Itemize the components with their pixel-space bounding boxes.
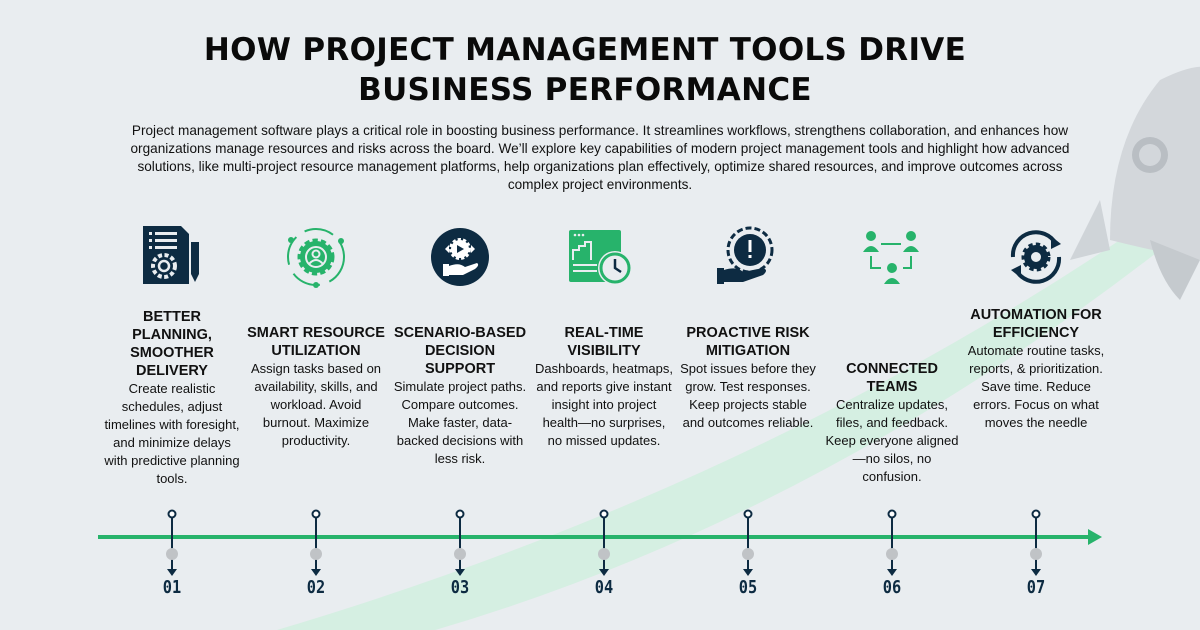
- item-text: Centralize updates, files, and feedback.…: [825, 397, 959, 484]
- rocket-trail: [276, 240, 1160, 630]
- item-03: Scenario-Based Decision SupportSimulate …: [390, 324, 530, 468]
- timeline-marker-06: [886, 509, 898, 576]
- step-number: 01: [162, 577, 182, 598]
- step-number: 05: [738, 577, 758, 598]
- step-number: 04: [594, 577, 614, 598]
- timeline-marker-04: [598, 509, 610, 576]
- team-network-icon: [863, 231, 919, 284]
- hand-gear-alert-icon: [717, 226, 774, 284]
- item-04: Real-Time VisibilityDashboards, heatmaps…: [534, 324, 674, 450]
- item-text: Dashboards, heatmaps, and reports give i…: [534, 361, 674, 448]
- intro-paragraph: Project management software plays a crit…: [130, 123, 1070, 192]
- item-07: Automation for EfficiencyAutomate routin…: [966, 306, 1106, 432]
- timeline-marker-05: [742, 509, 754, 576]
- item-text: Assign tasks based on availability, skil…: [250, 361, 382, 448]
- item-05: Proactive Risk MitigationSpot issues bef…: [678, 324, 818, 432]
- step-number: 06: [882, 577, 902, 598]
- item-title: Connected Teams: [846, 361, 938, 395]
- timeline-marker-02: [310, 509, 322, 576]
- step-number: 02: [306, 577, 326, 598]
- rocket-illustration: [1070, 66, 1200, 300]
- item-title: Smart Resource Utilization: [247, 325, 385, 359]
- step-number: 07: [1026, 577, 1046, 598]
- gear-user-cycle-icon: [287, 228, 345, 288]
- item-title: Real-Time Visibility: [564, 325, 644, 359]
- timeline-marker-07: [1030, 509, 1042, 576]
- item-text: Create realistic schedules, adjust timel…: [104, 381, 240, 486]
- item-text: Spot issues before they grow. Test respo…: [680, 361, 816, 430]
- item-06: Connected TeamsCentralize updates, files…: [822, 360, 962, 486]
- page-title: HOW PROJECT MANAGEMENT TOOLS DRIVE BUSIN…: [0, 30, 1170, 110]
- item-title: Proactive Risk Mitigation: [686, 325, 810, 359]
- item-title: Automation for Efficiency: [970, 307, 1102, 341]
- gear-refresh-icon: [1010, 230, 1062, 284]
- item-title: Scenario-Based Decision Support: [393, 325, 527, 377]
- item-01: Better Planning, Smoother DeliveryCreate…: [102, 308, 242, 488]
- item-02: Smart Resource UtilizationAssign tasks b…: [246, 324, 386, 450]
- timeline-arrowhead: [1088, 529, 1102, 545]
- document-gear-pencil-icon: [143, 226, 199, 284]
- timeline-marker-01: [166, 509, 178, 576]
- title-line-2: BUSINESS PERFORMANCE: [358, 72, 812, 108]
- timeline-marker-03: [454, 509, 466, 576]
- hand-gear-options-icon: [431, 228, 489, 286]
- item-text: Simulate project paths. Compare outcomes…: [393, 379, 527, 466]
- dashboard-clock-icon: [569, 230, 632, 285]
- step-number: 03: [450, 577, 470, 598]
- item-title: Better Planning, Smoother Delivery: [130, 309, 214, 379]
- item-text: Automate routine tasks, reports, & prior…: [967, 343, 1105, 430]
- title-line-1: HOW PROJECT MANAGEMENT TOOLS DRIVE: [203, 32, 967, 68]
